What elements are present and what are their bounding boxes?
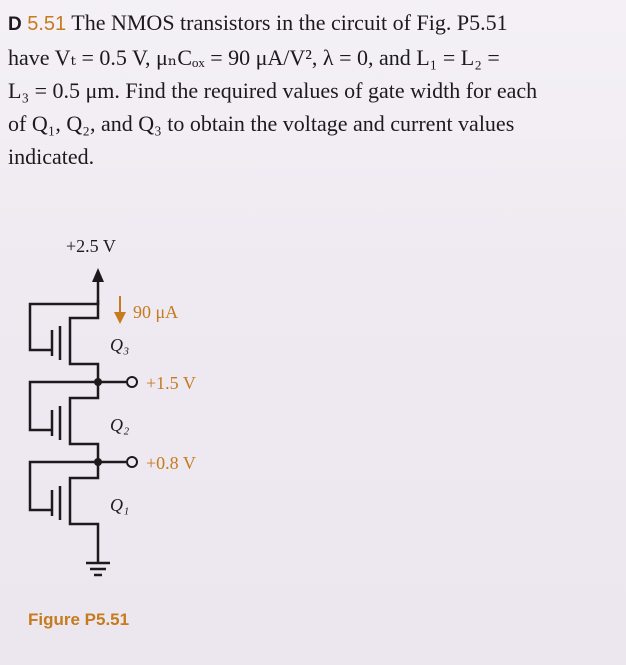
current-label: 90 μA: [133, 302, 178, 322]
current-arrow: [114, 296, 126, 324]
supply-label: +2.5 V: [66, 236, 116, 256]
junction-dot: [94, 378, 102, 386]
terminal-node2: [126, 456, 138, 468]
q1-label: Q₁: [110, 495, 129, 515]
circuit-wires: [28, 300, 126, 562]
q2-label: Q₂: [110, 415, 129, 435]
problem-text-1: The NMOS transistors in the circuit of F…: [66, 10, 508, 35]
node2-voltage-label: +0.8 V: [146, 453, 196, 473]
ground-icon: [86, 561, 110, 577]
supply-arrow: [92, 268, 104, 300]
problem-number: 5.51: [27, 13, 67, 35]
terminal-node1: [126, 376, 138, 388]
figure-caption: Figure P5.51: [28, 610, 130, 629]
problem-label: D: [8, 14, 22, 35]
problem-line-1: D 5.51 The NMOS transistors in the circu…: [8, 6, 612, 41]
problem-line-2: have Vₜ = 0.5 V, μₙCₒₓ = 90 μA/V², λ = 0…: [8, 45, 500, 70]
problem-statement: D 5.51 The NMOS transistors in the circu…: [8, 6, 612, 173]
junction-dot: [94, 458, 102, 466]
problem-line-5: indicated.: [8, 144, 95, 169]
problem-line-4: of Q₁, Q₂, and Q₃ to obtain the voltage …: [8, 111, 515, 136]
problem-line-3: L₃ = 0.5 μm. Find the required values of…: [8, 78, 538, 103]
q3-label: Q₃: [110, 335, 129, 355]
node1-voltage-label: +1.5 V: [146, 373, 196, 393]
